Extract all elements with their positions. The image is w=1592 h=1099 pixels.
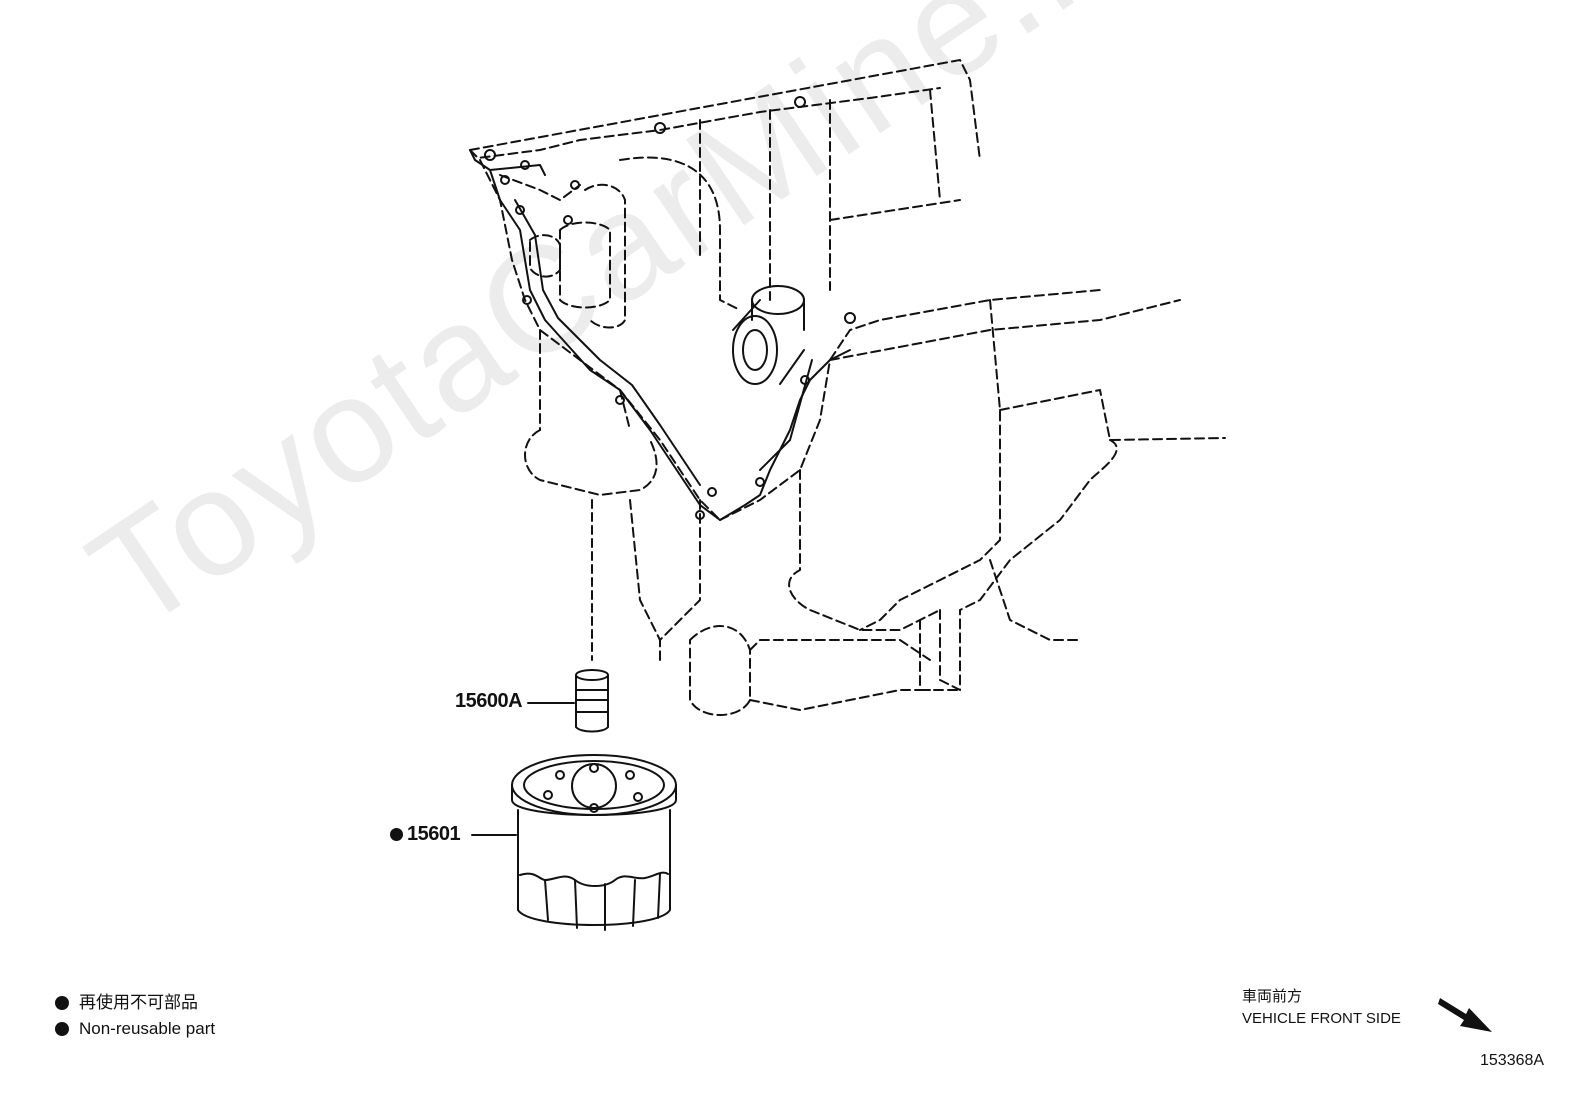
arrow-down-right-icon [1438, 998, 1492, 1032]
legend: 再使用不可部品 Non-reusable part [55, 990, 215, 1042]
vehicle-front-japanese: 車両前方 [1242, 988, 1303, 1005]
callout-label-15600a: 15600A [455, 690, 523, 712]
oil-filter-union-part [575, 669, 609, 733]
legend-marker-icon [55, 1022, 69, 1036]
engine-block-outline [469, 59, 1226, 716]
legend-marker-icon [55, 996, 69, 1010]
vehicle-front-english: VEHICLE FRONT SIDE [1242, 1010, 1401, 1027]
oil-filter-part [511, 754, 677, 931]
legend-text-english: Non-reusable part [79, 1019, 216, 1038]
legend-text-japanese: 再使用不可部品 [79, 993, 198, 1012]
oil-cooler-boss [732, 285, 805, 385]
callout-label-15601-text: 15601 [407, 823, 461, 845]
callout-label-15601: 15601 [390, 823, 461, 846]
legend-row-english: Non-reusable part [55, 1016, 215, 1042]
oil-pan-flange [469, 149, 851, 521]
diagram-id: 153368A [1480, 1052, 1545, 1069]
bolt-holes [484, 96, 856, 520]
vehicle-front-indicator: 車両前方 VEHICLE FRONT SIDE [1242, 986, 1401, 1030]
non-reusable-marker-icon [390, 828, 403, 841]
legend-row-japanese: 再使用不可部品 [55, 990, 215, 1016]
